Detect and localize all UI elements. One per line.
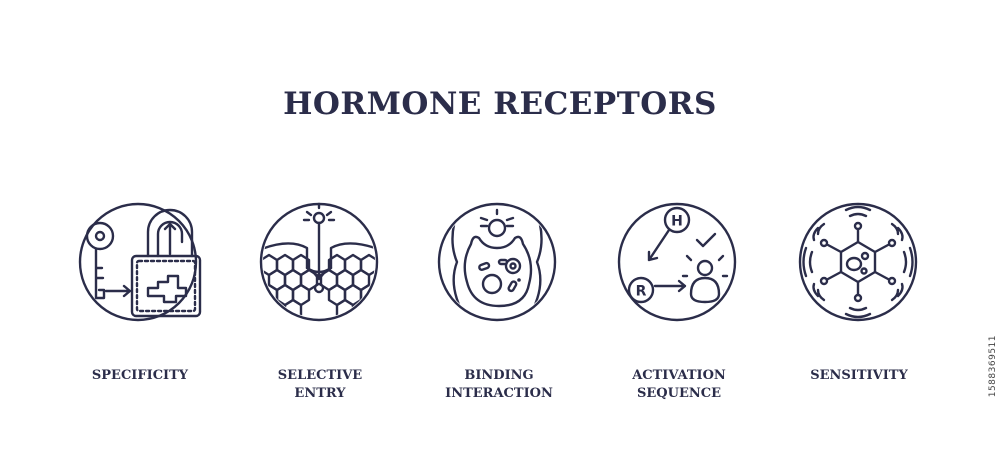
badge-h: H <box>671 214 683 230</box>
cell-binding-icon <box>437 198 567 328</box>
label-selective-entry: SELECTIVE ENTRY <box>277 368 363 401</box>
badge-r: R <box>636 284 647 300</box>
lock-and-key-icon <box>78 198 208 328</box>
page-title: HORMONE RECEPTORS <box>283 86 717 122</box>
label-sensitivity: SENSITIVITY <box>810 368 908 383</box>
label-activation-sequence: ACTIVATION SEQUENCE <box>632 368 726 401</box>
membrane-entry-icon <box>259 198 389 328</box>
activation-sequence-icon: H R <box>617 198 747 328</box>
sensitivity-signal-icon <box>798 198 928 328</box>
stock-id-watermark: 1588369511 <box>988 335 998 398</box>
label-specificity: SPECIFICITY <box>91 368 189 383</box>
label-binding-interaction: BINDING INTERACTION <box>445 368 553 401</box>
